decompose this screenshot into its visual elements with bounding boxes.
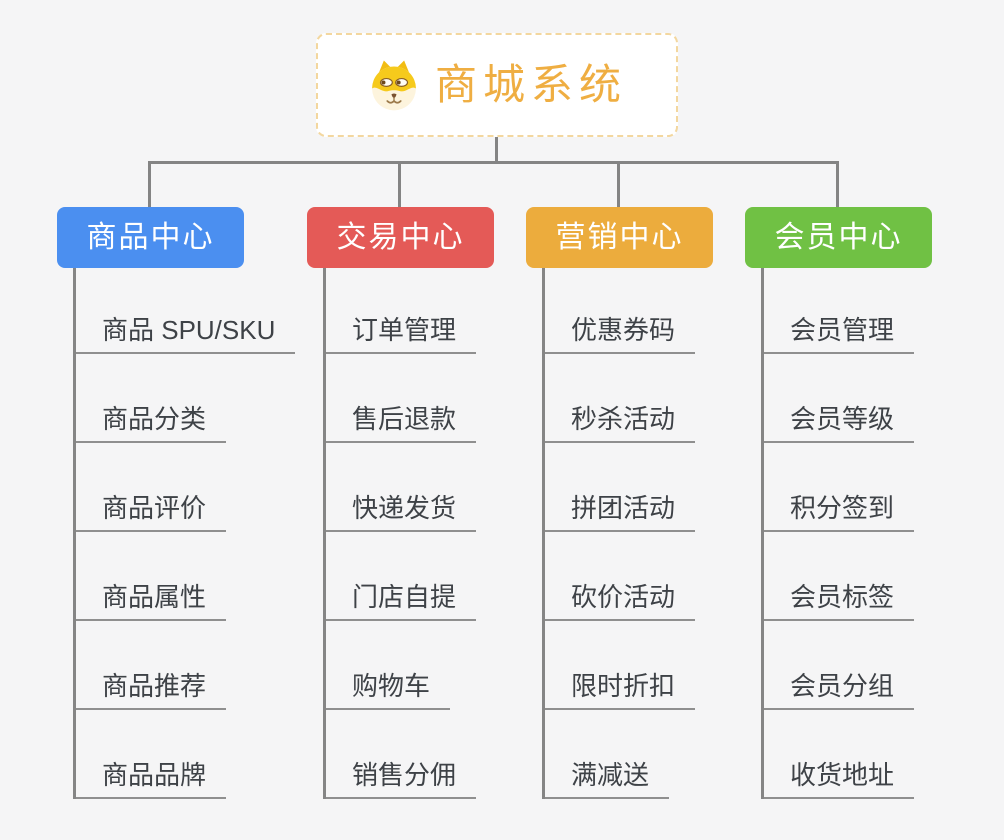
leaf-label: 商品分类 (76, 406, 227, 443)
root-node-title: 商城系统 (434, 61, 627, 108)
leaf-node[interactable]: 积分签到 (764, 443, 985, 532)
branch-children-trade: 订单管理 售后退款 快递发货 门店自提 购物车 销售分佣 (323, 268, 547, 799)
leaf-node[interactable]: 销售分佣 (326, 710, 547, 799)
leaf-label: 商品属性 (76, 584, 227, 621)
leaf-label: 会员等级 (764, 406, 915, 443)
leaf-node[interactable]: 订单管理 (326, 268, 547, 354)
leaf-node[interactable]: 门店自提 (326, 532, 547, 621)
leaf-node[interactable]: 购物车 (326, 621, 547, 710)
leaf-node[interactable]: 商品推荐 (76, 621, 297, 710)
leaf-label: 快递发货 (326, 495, 477, 532)
leaf-label: 会员管理 (764, 317, 915, 354)
branch-children-member: 会员管理 会员等级 积分签到 会员标签 会员分组 收货地址 (761, 268, 985, 799)
leaf-node[interactable]: 会员分组 (764, 621, 985, 710)
branch-marketing-center: 营销中心 优惠券码 秒杀活动 拼团活动 砍价活动 限时折扣 满减送 (526, 207, 766, 799)
leaf-label: 秒杀活动 (545, 406, 696, 443)
leaf-label: 订单管理 (326, 317, 477, 354)
leaf-label: 商品品牌 (76, 762, 227, 799)
connector-drop-marketing (617, 161, 620, 208)
leaf-label: 砍价活动 (545, 584, 696, 621)
leaf-label: 拼团活动 (545, 495, 696, 532)
leaf-node[interactable]: 优惠券码 (545, 268, 766, 354)
connector-drop-member (836, 161, 839, 208)
leaf-node[interactable]: 秒杀活动 (545, 354, 766, 443)
connector-drop-trade (398, 161, 401, 208)
leaf-node[interactable]: 收货地址 (764, 710, 985, 799)
leaf-node[interactable]: 商品评价 (76, 443, 297, 532)
leaf-node[interactable]: 会员等级 (764, 354, 985, 443)
leaf-node[interactable]: 商品分类 (76, 354, 297, 443)
connector-bus (148, 161, 839, 164)
leaf-node[interactable]: 售后退款 (326, 354, 547, 443)
leaf-label: 会员标签 (764, 584, 915, 621)
leaf-node[interactable]: 会员标签 (764, 532, 985, 621)
leaf-node[interactable]: 限时折扣 (545, 621, 766, 710)
leaf-node[interactable]: 拼团活动 (545, 443, 766, 532)
leaf-node[interactable]: 会员管理 (764, 268, 985, 354)
branch-node-marketing-center[interactable]: 营销中心 (526, 207, 713, 268)
leaf-label: 购物车 (326, 673, 451, 710)
leaf-node[interactable]: 商品属性 (76, 532, 297, 621)
branch-node-product-center[interactable]: 商品中心 (57, 207, 244, 268)
leaf-node[interactable]: 快递发货 (326, 443, 547, 532)
leaf-label: 售后退款 (326, 406, 477, 443)
branch-children-marketing: 优惠券码 秒杀活动 拼团活动 砍价活动 限时折扣 满减送 (542, 268, 766, 799)
branch-node-member-center[interactable]: 会员中心 (745, 207, 932, 268)
branch-node-trade-center[interactable]: 交易中心 (307, 207, 494, 268)
branch-children-product: 商品 SPU/SKU 商品分类 商品评价 商品属性 商品推荐 商品品牌 (73, 268, 297, 799)
leaf-node[interactable]: 满减送 (545, 710, 766, 799)
leaf-node[interactable]: 商品品牌 (76, 710, 297, 799)
leaf-label: 销售分佣 (326, 762, 477, 799)
leaf-label: 优惠券码 (545, 317, 696, 354)
leaf-node[interactable]: 砍价活动 (545, 532, 766, 621)
branch-product-center: 商品中心 商品 SPU/SKU 商品分类 商品评价 商品属性 商品推荐 商品品牌 (57, 207, 297, 799)
leaf-label: 满减送 (545, 762, 670, 799)
leaf-label: 会员分组 (764, 673, 915, 710)
leaf-label: 收货地址 (764, 762, 915, 799)
leaf-label: 商品推荐 (76, 673, 227, 710)
leaf-label: 积分签到 (764, 495, 915, 532)
leaf-label: 商品 SPU/SKU (76, 317, 296, 354)
branch-member-center: 会员中心 会员管理 会员等级 积分签到 会员标签 会员分组 收货地址 (745, 207, 985, 799)
branch-trade-center: 交易中心 订单管理 售后退款 快递发货 门店自提 购物车 销售分佣 (307, 207, 547, 799)
connector-root-stub (495, 137, 498, 163)
leaf-label: 限时折扣 (545, 673, 696, 710)
leaf-node[interactable]: 商品 SPU/SKU (76, 268, 297, 354)
root-node[interactable]: 商城系统 (316, 33, 678, 137)
connector-drop-product (148, 161, 151, 208)
leaf-label: 商品评价 (76, 495, 227, 532)
leaf-label: 门店自提 (326, 584, 477, 621)
dog-face-icon (372, 60, 416, 111)
